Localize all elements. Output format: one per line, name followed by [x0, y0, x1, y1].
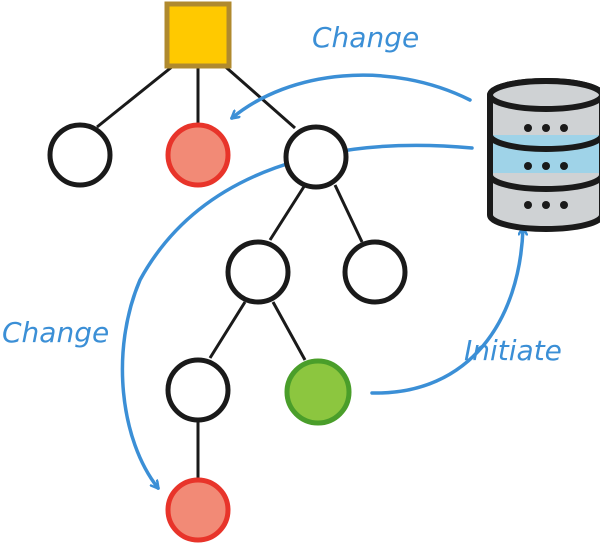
change-arrow-left	[120, 143, 474, 488]
change-label-left: Change	[2, 316, 109, 349]
change-label-top: Change	[312, 21, 419, 54]
tree-node	[47, 122, 113, 188]
edge	[96, 60, 179, 129]
tree-node	[225, 239, 291, 305]
database-icon	[487, 78, 600, 232]
edge	[333, 184, 364, 243]
tree-edges	[96, 60, 364, 484]
edge	[219, 60, 296, 130]
initiate-arrow	[370, 228, 523, 395]
tree-node	[342, 239, 408, 305]
tree-node	[165, 357, 231, 423]
change-arrow-top	[232, 73, 472, 118]
tree-node	[283, 124, 349, 190]
edge	[271, 301, 307, 361]
initiate-label: Initiate	[464, 334, 562, 367]
edge	[208, 301, 247, 359]
edge	[268, 184, 307, 241]
changed-node	[165, 122, 231, 188]
changed-node	[165, 477, 231, 543]
initiator-node	[284, 358, 352, 426]
root-node	[164, 1, 232, 69]
